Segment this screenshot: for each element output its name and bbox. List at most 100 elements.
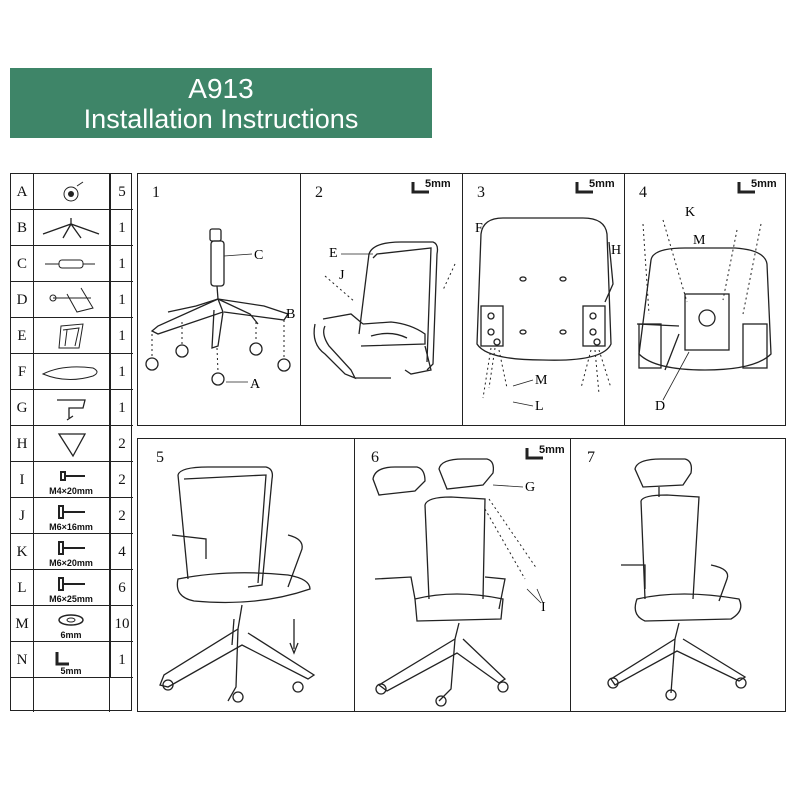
star-base-icon <box>42 218 100 239</box>
callout-d: D <box>655 399 665 414</box>
tool-size: 5mm <box>589 178 615 190</box>
part-letter: N <box>11 642 34 677</box>
part-letter: G <box>11 390 34 425</box>
part-size: 5mm <box>60 666 82 676</box>
model-number: A913 <box>188 73 254 104</box>
step-number: 1 <box>152 184 160 201</box>
step-3-illustration: F H M L <box>475 217 621 414</box>
callout-g: G <box>525 480 535 495</box>
part-letter: D <box>11 282 34 317</box>
callout-f: F <box>475 221 483 236</box>
part-letter: J <box>11 498 34 533</box>
callout-c: C <box>254 248 263 263</box>
bolt-icon <box>58 505 85 519</box>
tool-size: 5mm <box>425 178 451 190</box>
callout-l: L <box>535 399 544 414</box>
page-title: Installation Instructions <box>83 104 359 134</box>
bolt-icon <box>58 577 85 591</box>
step-number: 4 <box>639 184 647 201</box>
part-row-n: N 5mm 1 <box>11 642 133 678</box>
step-1-illustration: C B A <box>145 228 295 392</box>
part-letter: A <box>11 174 34 209</box>
part-quantity: 5 <box>110 174 133 209</box>
part-quantity: 1 <box>110 642 133 677</box>
part-quantity: 2 <box>110 426 133 461</box>
title-banner: A913 Installation Instructions <box>10 68 432 138</box>
callout-j: J <box>339 268 345 283</box>
allen-key-icon <box>575 182 593 194</box>
part-row-l: L M6×25mm 6 <box>11 570 133 606</box>
step-number: 5 <box>156 449 164 466</box>
gas-cylinder-icon <box>45 259 95 269</box>
part-letter: I <box>11 462 34 497</box>
caster-wheel-icon <box>63 181 84 202</box>
armrest-icon <box>57 433 87 458</box>
part-quantity: 4 <box>110 534 133 569</box>
step-2-illustration: E J <box>313 241 456 380</box>
step-6-illustration: G I <box>372 458 546 707</box>
part-quantity: 1 <box>110 246 133 281</box>
screw-icon <box>60 471 85 481</box>
allen-key-icon <box>411 182 429 194</box>
part-letter: B <box>11 210 34 245</box>
step-panel-5: 5 <box>137 438 355 712</box>
step-panel-4: 4 5mm K M D <box>624 173 786 426</box>
bolt-icon <box>58 541 85 555</box>
part-size: M6×25mm <box>49 594 93 604</box>
allen-key-icon <box>737 182 755 194</box>
tool-size: 5mm <box>539 444 565 456</box>
step-7-illustration <box>607 458 747 701</box>
part-quantity: 1 <box>110 210 133 245</box>
part-row-k: K M6×20mm 4 <box>11 534 133 570</box>
backrest-icon <box>58 323 84 349</box>
part-letter: C <box>11 246 34 281</box>
step-panel-3: 3 5mm F H M L <box>462 173 625 426</box>
step-number: 6 <box>371 449 379 466</box>
callout-e: E <box>329 246 338 261</box>
part-quantity: 10 <box>110 606 133 641</box>
headrest-bracket-icon <box>57 399 86 421</box>
part-letter: L <box>11 570 34 605</box>
step-number: 2 <box>315 184 323 201</box>
callout-a: A <box>250 377 261 392</box>
part-quantity: 2 <box>110 498 133 533</box>
part-quantity: 6 <box>110 570 133 605</box>
part-size: M6×20mm <box>49 558 93 568</box>
washer-icon <box>58 614 84 626</box>
step-panel-1: 1 C B A <box>137 173 301 426</box>
part-quantity: 1 <box>110 354 133 389</box>
callout-h: H <box>611 243 621 258</box>
part-size: M6×16mm <box>49 522 93 532</box>
part-letter: K <box>11 534 34 569</box>
seat-cushion-icon <box>41 366 98 380</box>
step-panel-7: 7 <box>570 438 786 712</box>
step-number: 3 <box>477 184 485 201</box>
part-letter: H <box>11 426 34 461</box>
step-number: 7 <box>587 449 595 466</box>
allen-key-icon <box>525 448 543 460</box>
part-quantity: 1 <box>110 390 133 425</box>
callout-m: M <box>535 373 548 388</box>
part-size: 6mm <box>60 630 82 640</box>
step-4-illustration: K M D <box>636 205 772 414</box>
step-panel-6: 6 5mm G I <box>354 438 571 712</box>
allen-key-icon <box>55 652 69 666</box>
part-row-m: M 6mm 10 <box>11 606 133 642</box>
part-quantity: 1 <box>110 282 133 317</box>
part-letter: M <box>11 606 34 641</box>
part-letter: E <box>11 318 34 353</box>
callout-b: B <box>286 307 295 322</box>
step-panel-2: 2 5mm E J <box>300 173 463 426</box>
callout-m: M <box>693 233 706 248</box>
tool-size: 5mm <box>751 178 777 190</box>
callout-i: I <box>541 600 546 615</box>
part-quantity: 1 <box>110 318 133 353</box>
